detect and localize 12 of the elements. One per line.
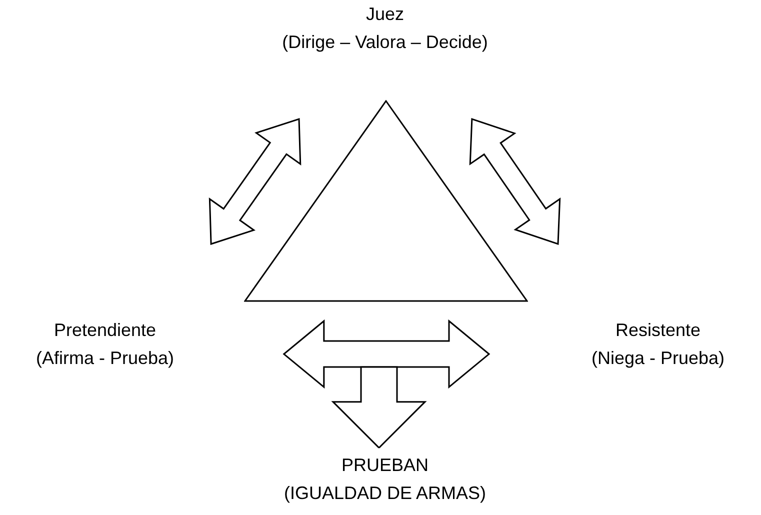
node-description: (IGUALDAD DE ARMAS)	[282, 482, 488, 505]
node-description: (Niega - Prueba)	[590, 347, 726, 370]
node-title: PRUEBAN	[340, 454, 430, 477]
node-description: (Dirige – Valora – Decide)	[281, 31, 489, 54]
block-arrow	[469, 118, 561, 246]
node-title: Juez	[364, 3, 406, 26]
block-arrow	[331, 366, 427, 449]
block-arrow	[282, 319, 490, 389]
node-description: (Afirma - Prueba)	[34, 347, 176, 370]
node-title: Pretendiente	[52, 319, 158, 342]
block-arrow	[208, 118, 302, 245]
node-title: Resistente	[614, 319, 702, 342]
